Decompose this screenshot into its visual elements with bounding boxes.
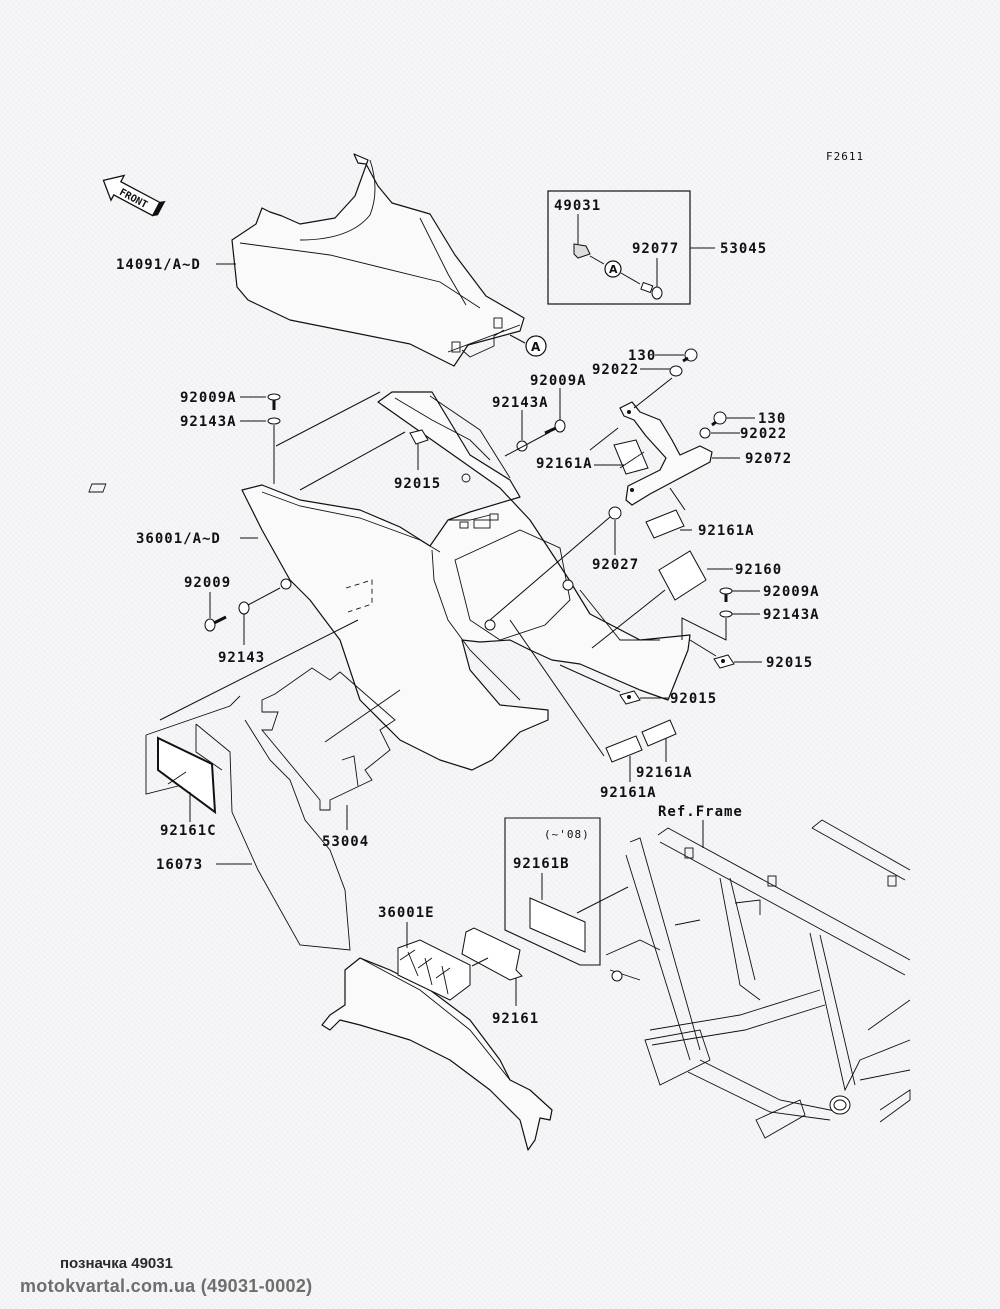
washer-92143a-mid-icon — [516, 440, 528, 452]
kit-53045-box: 49031 A 92077 — [547, 190, 691, 305]
kit-callout-a: A — [609, 263, 618, 276]
ref-frame-drawing — [605, 819, 911, 1139]
part-36001-side-cover — [88, 391, 691, 771]
label-53004: 53004 — [322, 834, 369, 850]
sticker-92161a-bracket — [613, 439, 649, 475]
callout-a-circle — [525, 335, 547, 357]
part-14091-cover — [231, 153, 525, 367]
label-49031: 49031 — [554, 198, 601, 214]
sticker-92161b-box: (~'08) 92161B — [504, 817, 629, 966]
figure-code: F2611 — [826, 150, 864, 163]
bolt-130-top-icon — [682, 348, 698, 363]
label-92009a-mid: 92009A — [530, 373, 587, 389]
label-92161: 92161 — [492, 1011, 539, 1027]
part-36001e-lower-cover — [321, 939, 553, 1151]
label-92161a-a: 92161A — [536, 456, 593, 472]
label-92022-top: 92022 — [592, 362, 639, 378]
footer-caption: позначка 49031 — [60, 1255, 173, 1272]
part-92161-tube — [461, 927, 523, 981]
bolt-92077-icon — [640, 281, 663, 300]
front-arrow-icon: FRONT — [102, 174, 166, 217]
washer-92022-top-icon — [669, 365, 683, 377]
label-36001: 36001/A~D — [136, 531, 221, 547]
label-92015-right: 92015 — [766, 655, 813, 671]
part-53004-pad — [261, 667, 401, 811]
screw-92009a-right-icon — [719, 587, 733, 602]
label-92161c: 92161C — [160, 823, 217, 839]
year-note: (~'08) — [544, 828, 590, 841]
part-92072-bracket — [619, 401, 713, 506]
footer-source: motokvartal.com.ua (49031-0002) — [20, 1276, 313, 1296]
label-92009: 92009 — [184, 575, 231, 591]
part-16073-panel — [195, 719, 351, 951]
label-92022-right: 92022 — [740, 426, 787, 442]
bolt-92009a-left-icon — [267, 393, 281, 410]
label-36001e: 36001E — [378, 905, 435, 921]
connector-49031-icon — [573, 243, 591, 259]
label-92015-top: 92015 — [394, 476, 441, 492]
label-92072: 92072 — [745, 451, 792, 467]
nut-92015-top-icon — [409, 429, 429, 445]
label-92143a-right: 92143A — [763, 607, 820, 623]
screw-92009-icon — [204, 615, 227, 632]
label-92143a-mid: 92143A — [492, 395, 549, 411]
clip-92027-icon — [608, 506, 622, 520]
washer-92022-right-icon — [699, 427, 711, 439]
nut-92015-right-icon — [713, 654, 735, 669]
label-92161b: 92161B — [513, 856, 570, 872]
callout-a-label: A — [531, 340, 541, 354]
sticker-92161c — [145, 695, 241, 815]
label-53045: 53045 — [720, 241, 767, 257]
label-92027: 92027 — [592, 557, 639, 573]
label-92009a-right: 92009A — [763, 584, 820, 600]
label-92143a-left: 92143A — [180, 414, 237, 430]
sticker-92161a-pair — [605, 719, 677, 763]
label-16073: 16073 — [156, 857, 203, 873]
washer-92143a-right-icon — [719, 610, 733, 618]
label-92009a-left: 92009A — [180, 390, 237, 406]
bolt-130-right-icon — [711, 411, 727, 427]
label-14091: 14091/A~D — [116, 257, 201, 273]
label-130-right: 130 — [758, 411, 786, 427]
washer-92143a-left-icon — [267, 417, 281, 425]
label-ref-frame: Ref.Frame — [658, 804, 743, 820]
label-130-top: 130 — [628, 348, 656, 364]
label-92161a-c: 92161A — [636, 765, 693, 781]
label-92161a-d: 92161A — [600, 785, 657, 801]
label-92161a-b: 92161A — [698, 523, 755, 539]
screw-92009a-mid-icon — [544, 419, 566, 435]
sticker-92161a-right — [645, 509, 685, 539]
sticker-92160 — [658, 550, 707, 601]
label-92015-bottom: 92015 — [670, 691, 717, 707]
grommet-92143-icon — [238, 578, 292, 615]
label-92077: 92077 — [632, 241, 679, 257]
nut-92015-bottom-icon — [619, 690, 641, 705]
label-92143: 92143 — [218, 650, 265, 666]
label-92160: 92160 — [735, 562, 782, 578]
